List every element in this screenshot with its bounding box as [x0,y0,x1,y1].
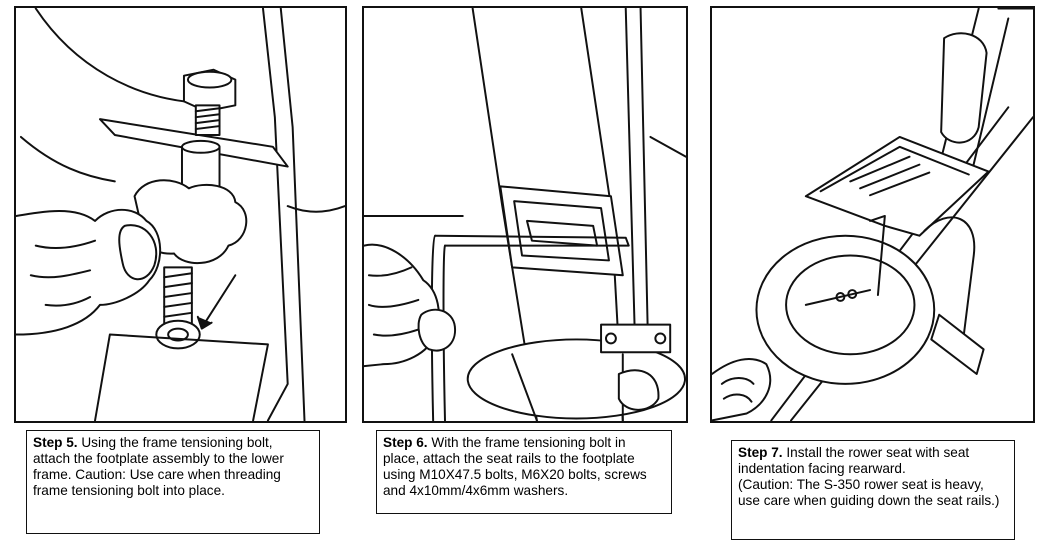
thread-lines [163,272,193,318]
frame-curve-line [34,8,195,104]
bolt-socket [167,327,189,342]
lower-frame-edge [262,8,289,421]
step-6-label: Step 6. [383,435,428,450]
spacer-tube-top [180,139,221,154]
step-7-illustration [710,6,1035,423]
frame-bottom-plate [94,333,269,421]
mechanism-detail [720,376,755,403]
direction-arrow [202,274,237,326]
lower-frame-edge [279,8,306,421]
step-6-illustration [362,6,688,423]
step-6-text: With the frame tensioning bolt in place,… [383,435,647,498]
thumb [417,308,456,352]
bolt-icon [605,332,617,345]
star-knob [617,369,660,411]
thumb [118,224,158,281]
step-6-caption: Step 6. With the frame tensioning bolt i… [376,430,672,514]
bolt-icon [654,332,667,345]
thread-lines [194,107,221,131]
seat-carriage [804,135,990,237]
seat-rail [624,8,637,366]
seat-bracket [804,289,872,306]
bolt-nut-top [186,70,233,89]
step-5-drawing [16,8,345,421]
seat-hook [869,214,886,296]
seat-indentation [785,254,916,356]
background-line [649,135,686,158]
step-7-caption: Step 7. Install the rower seat with seat… [731,440,1015,540]
step-6-drawing [364,8,686,421]
step-7-label: Step 7. [738,445,783,460]
step-5-label: Step 5. [33,435,78,450]
step-5-caption: Step 5. Using the frame tensioning bolt,… [26,430,320,534]
allen-key-shaft [442,244,446,421]
step-7-drawing [712,8,1033,421]
frame-curve-line [286,205,345,213]
allen-key [434,234,630,247]
backrest-pad [940,32,988,144]
bolt-head [155,319,201,350]
rail-end-cap [930,313,985,375]
step-5-text: Using the frame tensioning bolt, attach … [33,435,284,498]
star-knob [133,179,248,265]
carriage-detail [819,145,970,193]
finger-lines [367,266,420,337]
rower-seat [755,234,936,385]
bolt-icon [835,292,846,302]
rail-fitting [600,323,672,354]
step-5-illustration [14,6,347,423]
step-7-caution-note: (Caution: The S-350 rower seat is heavy,… [738,477,1000,508]
lower-mechanism [712,358,772,421]
frame-curve-line [19,135,116,183]
square-bracket [499,185,624,277]
step-7-text: Install the rower seat with seat indenta… [738,445,970,476]
carriage-detail [849,155,931,197]
bolt-icon [847,289,858,299]
finger-lines [29,239,97,307]
arrow-head-icon [196,315,213,330]
seat-handle [923,216,976,336]
seat-rail [639,8,650,366]
